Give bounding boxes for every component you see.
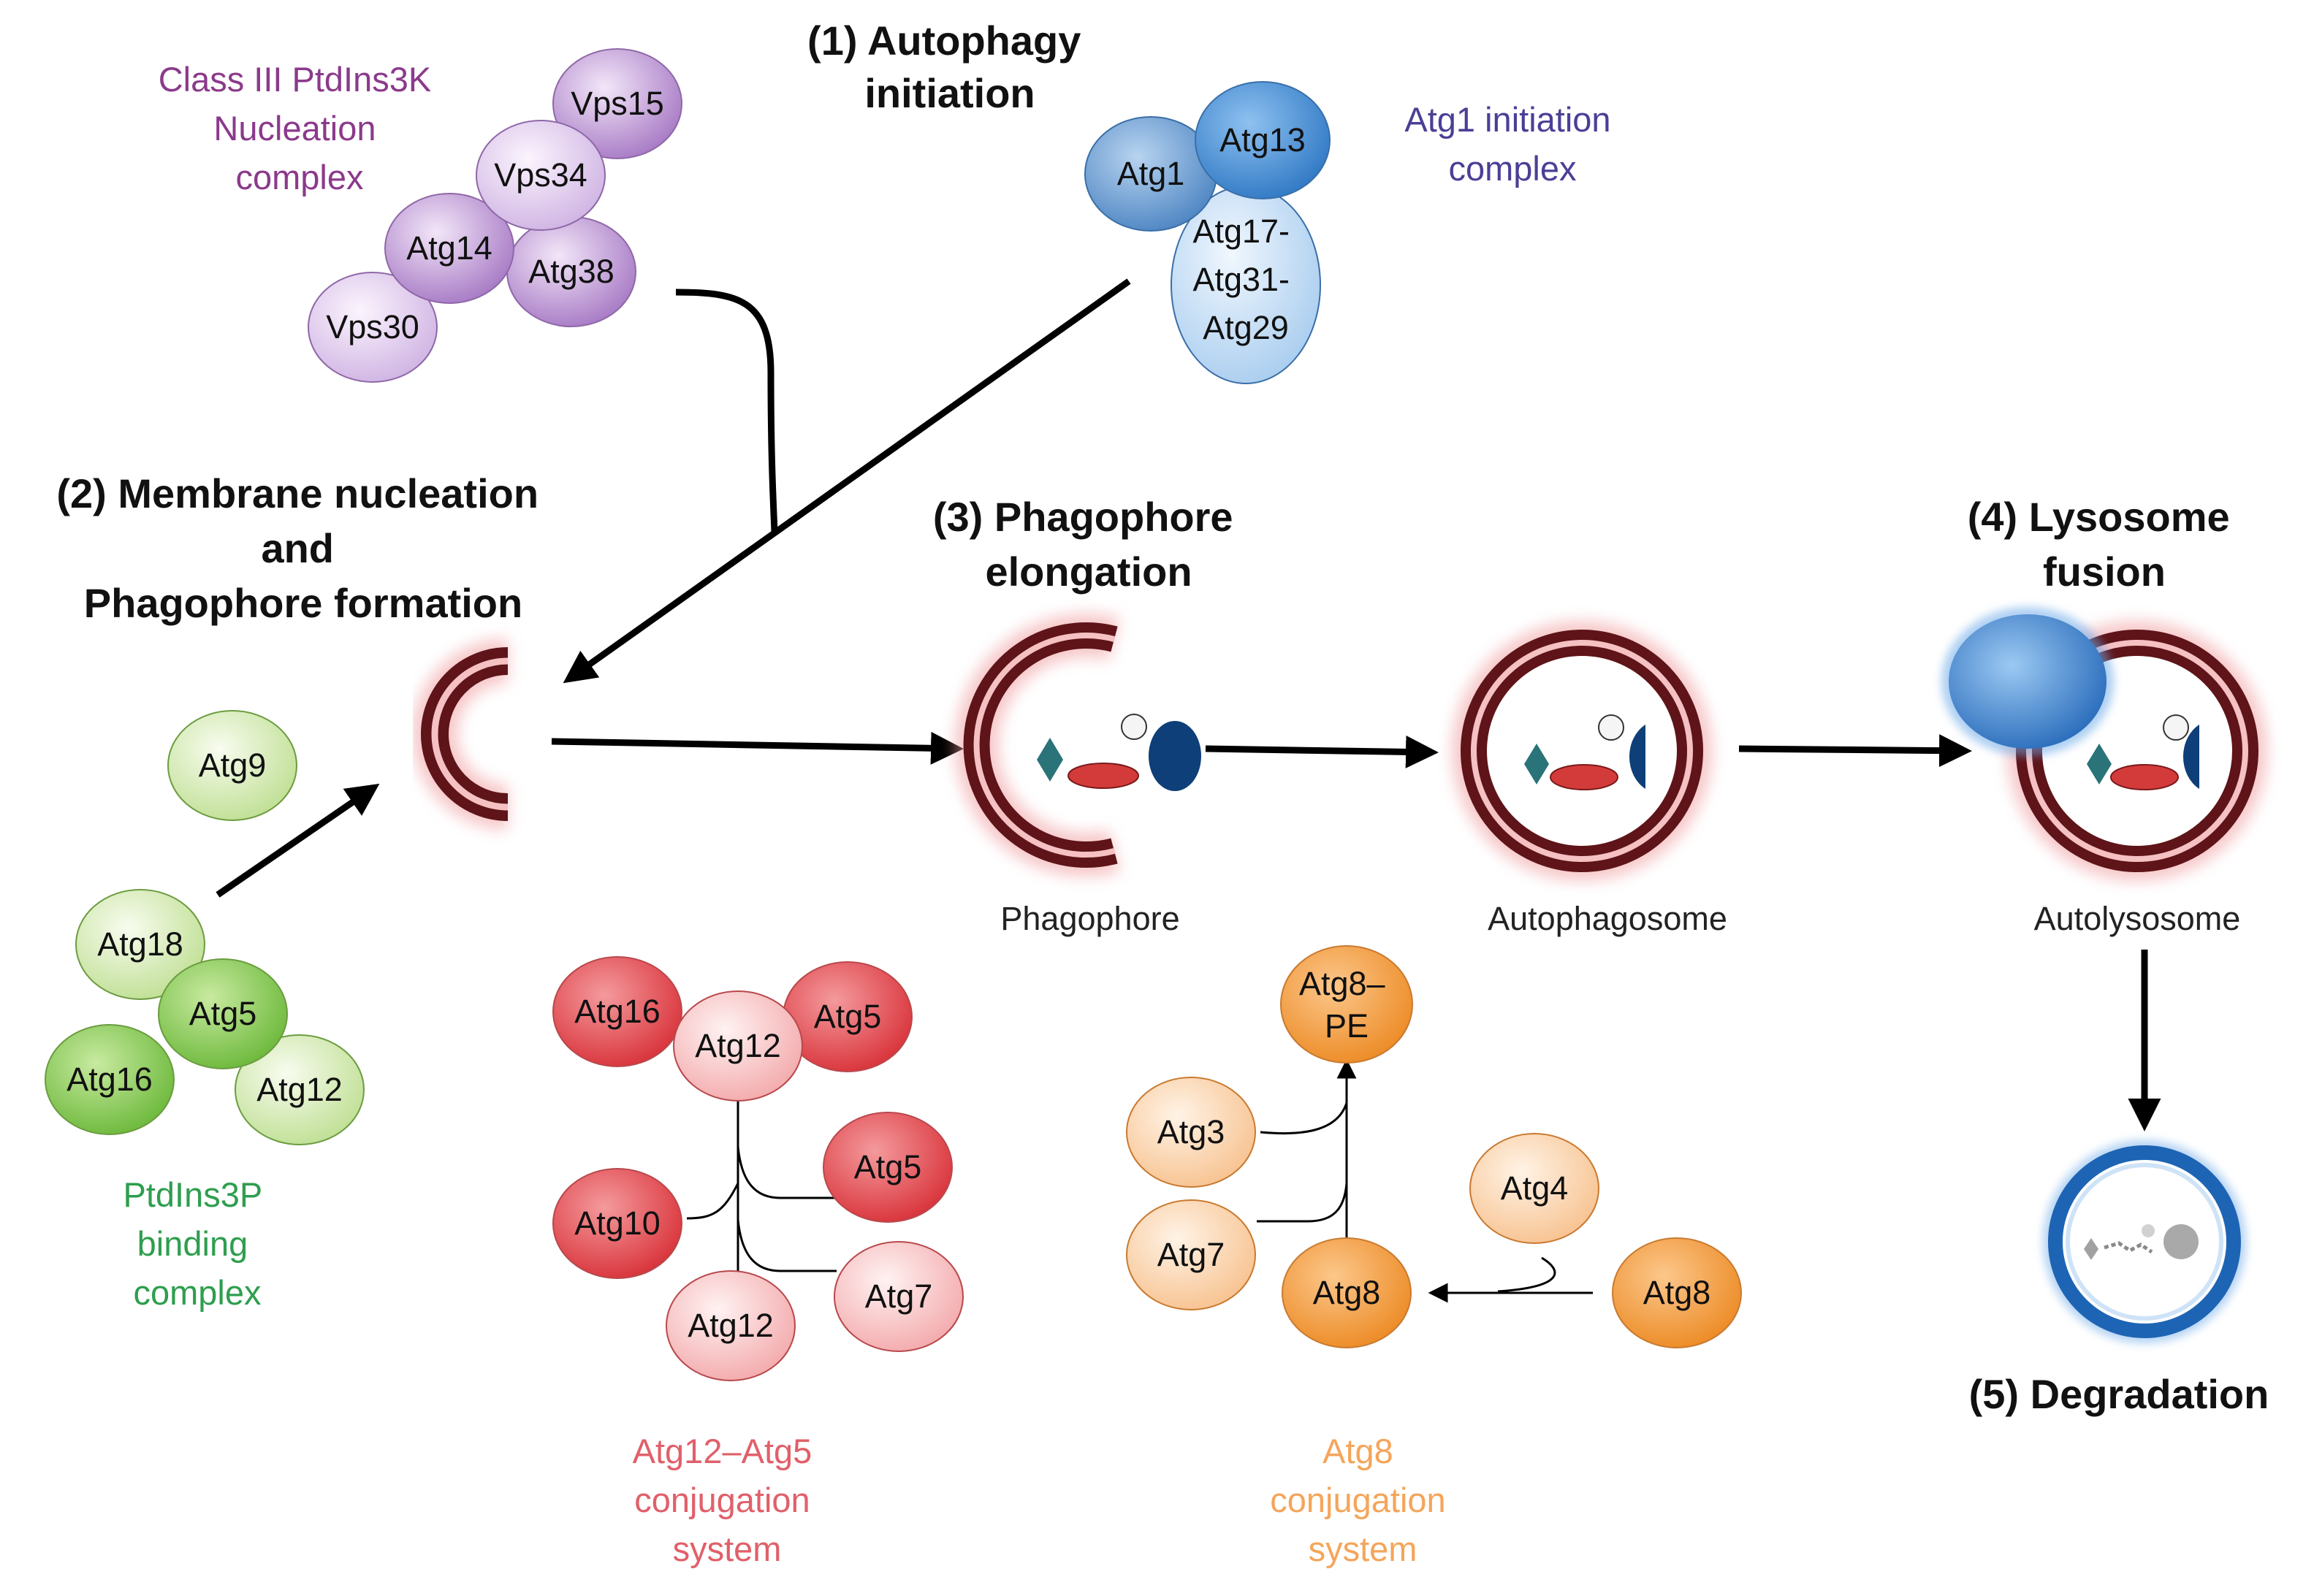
autophagosome-caption: Autophagosome — [1488, 900, 1727, 937]
atg7-orange-label: Atg7 — [1157, 1236, 1225, 1273]
atg3-label: Atg3 — [1157, 1113, 1225, 1150]
stage-4-title: (4) Lysosome fusion — [1968, 494, 2241, 595]
atg14-label: Atg14 — [406, 229, 492, 267]
atg18-label: Atg18 — [97, 925, 183, 963]
stage-5-title: (5) Degradation — [1969, 1371, 2269, 1417]
atg10-node — [552, 1168, 682, 1279]
cargo-diamond — [1037, 738, 1063, 782]
cargo-blue-oval — [2182, 725, 2199, 789]
degraded-cargo-dot — [2142, 1224, 2155, 1237]
atg5-mid-label: Atg5 — [854, 1148, 922, 1185]
vps34-label: Vps34 — [494, 156, 587, 194]
atg8-right-label: Atg8 — [1643, 1274, 1711, 1311]
atg7-red-label: Atg7 — [865, 1278, 933, 1315]
cargo-white-circle — [2163, 714, 2189, 741]
atg5-top-label: Atg5 — [814, 998, 882, 1035]
atg8-mid-label: Atg8 — [1313, 1274, 1381, 1311]
atg1-complex — [1084, 81, 1331, 384]
atg3-node — [1126, 1077, 1256, 1188]
atg12-conjugation-label: Atg12–Atg5 conjugation system — [633, 1432, 822, 1568]
atg8-pe-node — [1280, 945, 1413, 1064]
atg12-top-node — [673, 990, 803, 1101]
atg12-conjugation-system — [552, 956, 964, 1381]
vps15-node — [552, 48, 682, 159]
atg16-green-label: Atg16 — [66, 1061, 153, 1098]
cargo-red-oval — [1550, 764, 1618, 790]
atg10-label: Atg10 — [574, 1204, 661, 1242]
pi3k-complex-label: Class III PtdIns3K Nucleation complex — [159, 60, 441, 196]
atg38-label: Atg38 — [528, 253, 614, 290]
atg16-red-label: Atg16 — [574, 993, 661, 1030]
phagophore-caption: Phagophore — [1000, 900, 1179, 937]
stage-1-title: (1) Autophagy initiation — [807, 18, 1092, 116]
nucleation-to-phagophore-arrow — [551, 731, 964, 765]
cargo-red-oval — [1067, 763, 1139, 789]
atg8-right-node — [1612, 1237, 1742, 1348]
degradation-vesicle — [2043, 1140, 2246, 1343]
atg8-conjugation-label: Atg8 conjugation system — [1270, 1432, 1455, 1568]
atg1-complex-label: Atg1 initiation complex — [1404, 100, 1620, 188]
atg8-mid-node — [1282, 1237, 1412, 1348]
cargo-white-circle — [1598, 714, 1624, 741]
degraded-cargo-blob — [2163, 1224, 2199, 1259]
atg16-green-node — [45, 1024, 175, 1135]
atg8-conjugation-connectors — [1257, 1058, 1593, 1303]
atg12-green-node — [235, 1034, 365, 1145]
initiation-to-nucleation-arrow — [563, 278, 1131, 684]
atg5-mid-node — [823, 1112, 953, 1223]
cargo-blue-oval — [1629, 725, 1645, 789]
vps30-node — [308, 272, 438, 383]
atg5-green-node — [158, 958, 288, 1069]
cargo-blue-oval — [1149, 721, 1201, 791]
atg8-pe-label: Atg8– PE — [1299, 965, 1394, 1045]
stage-3-title: (3) Phagophore elongation — [933, 494, 1244, 595]
atg12-bottom-node — [666, 1270, 796, 1381]
degraded-cargo-diamond — [2084, 1238, 2098, 1260]
stage-2-title: (2) Membrane nucleation and Phagophore f… — [56, 470, 549, 626]
lysosome — [1949, 614, 2106, 749]
autolysosome — [1941, 607, 2267, 881]
phagophore-to-autophagosome-arrow — [1205, 735, 1439, 768]
atg18-node — [75, 889, 205, 1000]
autolysosome-caption: Autolysosome — [2034, 900, 2241, 937]
ptdins3p-complex — [45, 710, 365, 1145]
cargo-red-oval — [2110, 764, 2179, 790]
nucleation-membrane — [412, 638, 509, 830]
atg16-red-node — [552, 956, 682, 1067]
atg13-label: Atg13 — [1219, 121, 1306, 159]
atg12-bottom-label: Atg12 — [688, 1307, 774, 1344]
degraded-cargo-fragments — [2104, 1241, 2153, 1254]
vps30-label: Vps30 — [326, 308, 419, 345]
cargo-diamond — [2087, 744, 2112, 784]
atg7-red-node — [834, 1241, 964, 1352]
atg14-node — [384, 193, 514, 304]
atg9-label: Atg9 — [199, 747, 267, 784]
atg4-node — [1469, 1133, 1599, 1244]
cargo-white-circle — [1121, 714, 1147, 740]
atg12-top-label: Atg12 — [695, 1027, 781, 1064]
vps15-label: Vps15 — [571, 85, 664, 122]
pi3k-complex — [308, 48, 682, 383]
phagophore — [954, 614, 1201, 877]
cargo-diamond — [1524, 744, 1549, 784]
autophagosome-to-autolysosome-arrow — [1738, 734, 1972, 768]
atg1-label: Atg1 — [1117, 155, 1185, 192]
ptdins3p-to-membrane-arrow — [216, 783, 380, 898]
atg7-orange-node — [1126, 1199, 1256, 1310]
atg9-node — [167, 710, 297, 821]
atg17-atg31-atg29-label: Atg17- Atg31- Atg29 — [1192, 213, 1298, 346]
atg8-conjugation-system — [1126, 945, 1742, 1348]
atg5-green-label: Atg5 — [189, 995, 257, 1032]
atg12-green-label: Atg12 — [256, 1071, 343, 1108]
atg4-label: Atg4 — [1501, 1169, 1569, 1207]
autophagosome — [1452, 621, 1712, 881]
atg13-node — [1195, 81, 1331, 199]
pi3k-to-nucleation-curve — [675, 289, 778, 532]
ptdins3p-complex-label: PtdIns3P binding complex — [123, 1175, 272, 1312]
vps34-node — [476, 120, 606, 231]
